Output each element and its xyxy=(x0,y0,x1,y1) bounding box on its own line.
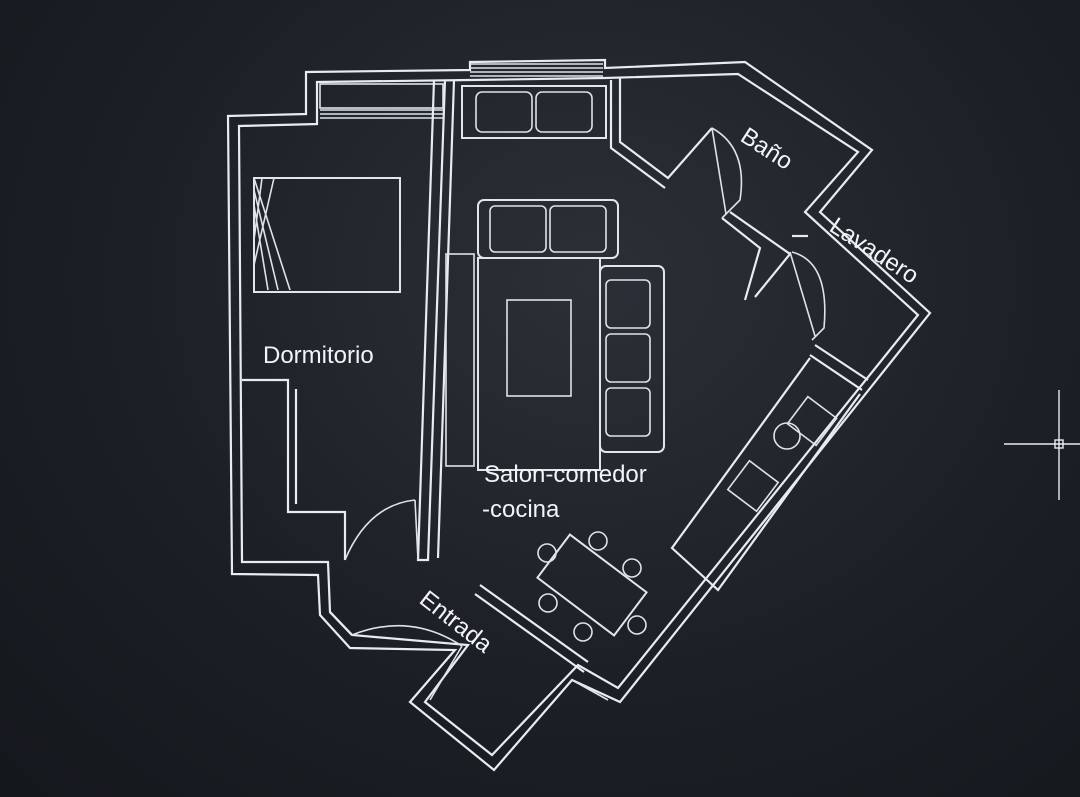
bed xyxy=(253,177,401,293)
exterior-walls xyxy=(226,58,932,772)
wardrobe xyxy=(445,253,475,467)
dining-table xyxy=(536,531,648,642)
label-salon-line1: Salon-comedor xyxy=(484,461,647,488)
rug xyxy=(477,257,601,471)
doors xyxy=(344,127,826,701)
sofa xyxy=(477,199,665,453)
label-entrada: Entrada xyxy=(414,585,497,658)
windows xyxy=(319,63,603,119)
label-salon-line2: -cocina xyxy=(482,496,560,523)
top-sofa xyxy=(461,85,607,139)
crosshair-cursor-icon xyxy=(1004,390,1080,500)
label-bano: Baño xyxy=(736,122,798,175)
kitchen-appliances xyxy=(726,395,838,513)
interior-walls xyxy=(242,78,869,673)
label-dormitorio: Dormitorio xyxy=(263,342,374,369)
label-lavadero: Lavadero xyxy=(825,212,924,289)
